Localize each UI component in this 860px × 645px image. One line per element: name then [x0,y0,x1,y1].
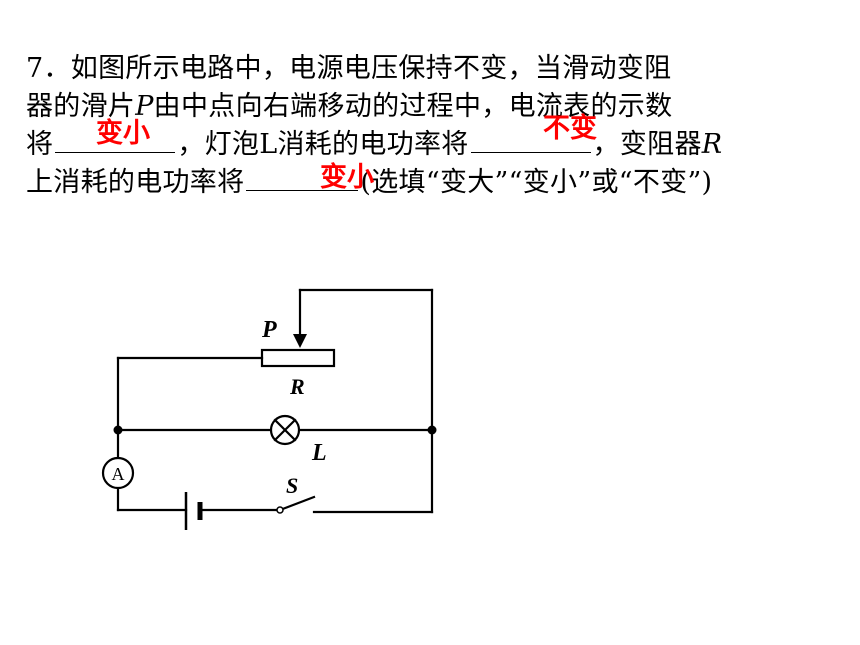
question-text: 7．如图所示电路中，电源电压保持不变，当滑动变阻 器的滑片P由中点向右端移动的过… [26,50,826,202]
ammeter-label: A [112,464,125,484]
question-line4-text-a: 上消耗的电功率将 [26,167,245,198]
circuit-diagram: P R L S A [101,288,437,530]
answer-1: 变小 [96,118,150,149]
resistor-r-symbol: R [701,129,723,160]
label-p: P [261,317,277,343]
switch-contact [276,506,284,514]
question-line3-text-b: ，灯泡L消耗的电功率将 [177,129,469,160]
answer-2: 不变 [543,113,597,144]
slider-p-symbol: P [135,91,154,122]
question-line4-text-b: (选填“变大”“变小”或“不变”) [360,167,713,198]
question-line1-text: 如图所示电路中，电源电压保持不变，当滑动变阻 [70,53,672,84]
label-r: R [289,374,305,399]
slider-arrow-icon [293,334,307,348]
question-line-3: 将 ，灯泡L消耗的电功率将 ，变阻器R [26,126,826,164]
question-line-2: 器的滑片P由中点向右端移动的过程中，电流表的示数 [26,88,826,126]
question-line3-text-a: 将 [26,129,54,160]
answer-3: 变小 [320,162,374,193]
question-line-1: 7．如图所示电路中，电源电压保持不变，当滑动变阻 [26,50,826,88]
lamp-cross-2 [273,418,297,442]
junction-right [427,425,437,435]
ammeter-circle [101,456,135,490]
question-line2-text-a: 器的滑片 [26,91,136,122]
label-s: S [286,473,298,498]
label-l: L [311,440,327,466]
junction-left [113,425,123,435]
lamp-circle [269,414,301,446]
answer-blank-2[interactable] [470,128,591,153]
question-line-4: 上消耗的电功率将 (选填“变大”“变小”或“不变”) [26,164,826,202]
question-line2-text-b: 由中点向右端移动的过程中，电流表的示数 [153,91,673,122]
question-line3-text-c: ，变阻器 [592,129,702,160]
question-number: 7． [26,53,71,84]
resistor-box [260,348,336,368]
switch-blade [278,495,316,512]
answer-blank-1[interactable] [55,128,176,153]
answer-blank-3[interactable] [246,166,359,191]
